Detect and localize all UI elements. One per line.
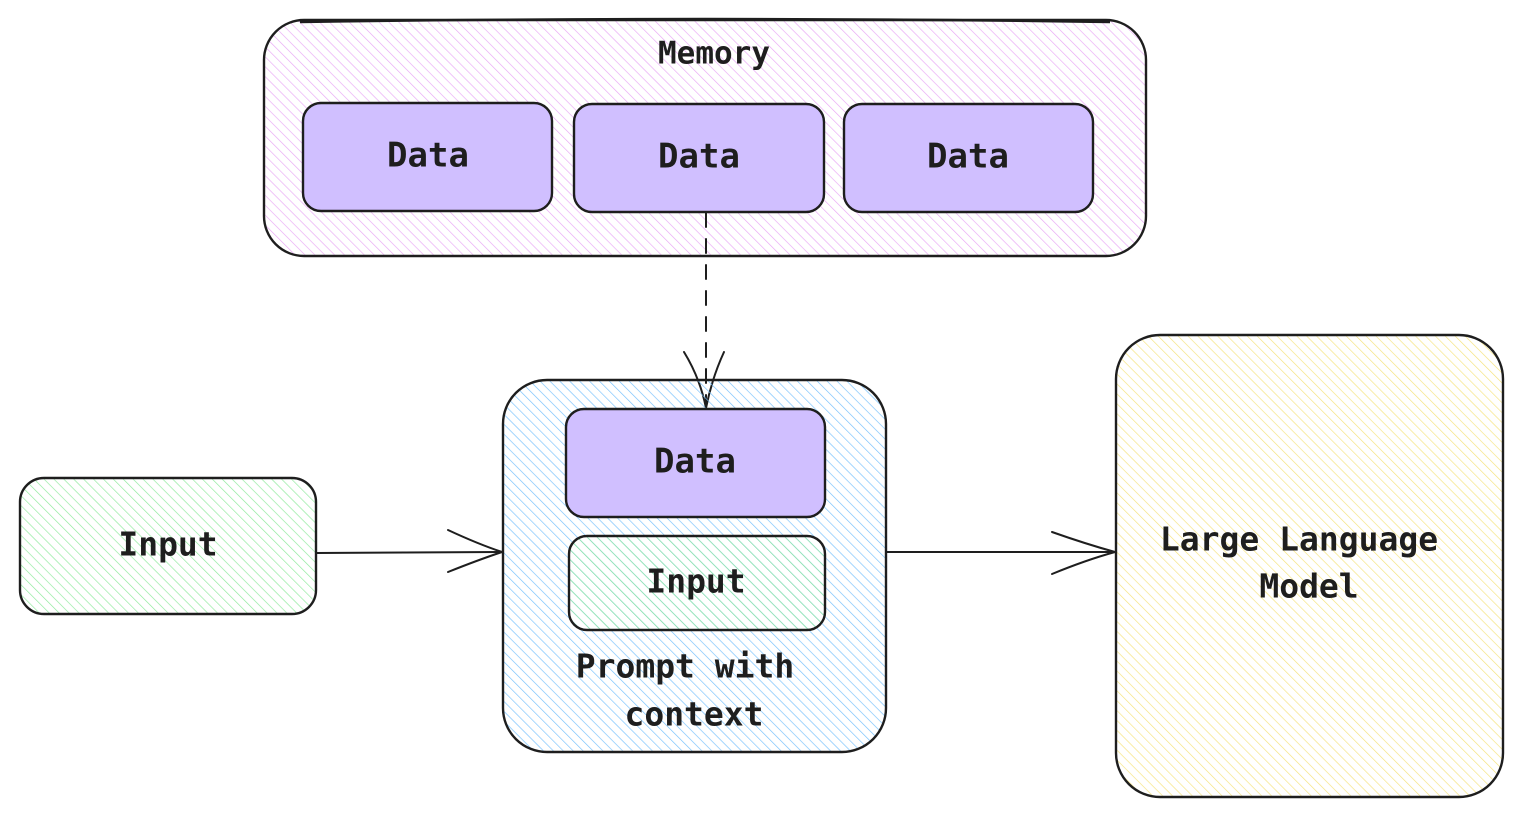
memory-data-block-1[interactable]: Data bbox=[301, 101, 554, 213]
prompt-input-label: Input bbox=[646, 562, 745, 601]
llm-label-line1: Large Language bbox=[1160, 520, 1438, 559]
prompt-data-label: Data bbox=[654, 442, 736, 482]
input-to-prompt-arrow bbox=[315, 529, 503, 573]
prompt-container[interactable]: Data Input Prompt with context bbox=[501, 378, 888, 754]
memory-data-label-1: Data bbox=[387, 136, 469, 176]
memory-data-label-3: Data bbox=[927, 137, 1009, 177]
prompt-caption-line2: context bbox=[624, 695, 763, 734]
prompt-to-llm-arrow bbox=[885, 531, 1116, 575]
prompt-caption-line1: Prompt with bbox=[576, 647, 795, 686]
memory-data-block-2[interactable]: Data bbox=[572, 102, 826, 214]
memory-data-label-2: Data bbox=[658, 137, 740, 177]
input-node[interactable]: Input bbox=[18, 476, 318, 616]
llm-node[interactable]: Large Language Model bbox=[1114, 333, 1505, 799]
llm-label-line2: Model bbox=[1259, 567, 1358, 606]
input-node-label: Input bbox=[118, 525, 217, 564]
prompt-input-block[interactable]: Input bbox=[567, 534, 827, 632]
memory-container[interactable]: Memory Data Data Data bbox=[262, 17, 1148, 258]
prompt-data-block[interactable]: Data bbox=[564, 407, 827, 519]
memory-title: Memory bbox=[658, 36, 770, 72]
memory-data-block-3[interactable]: Data bbox=[842, 102, 1095, 214]
